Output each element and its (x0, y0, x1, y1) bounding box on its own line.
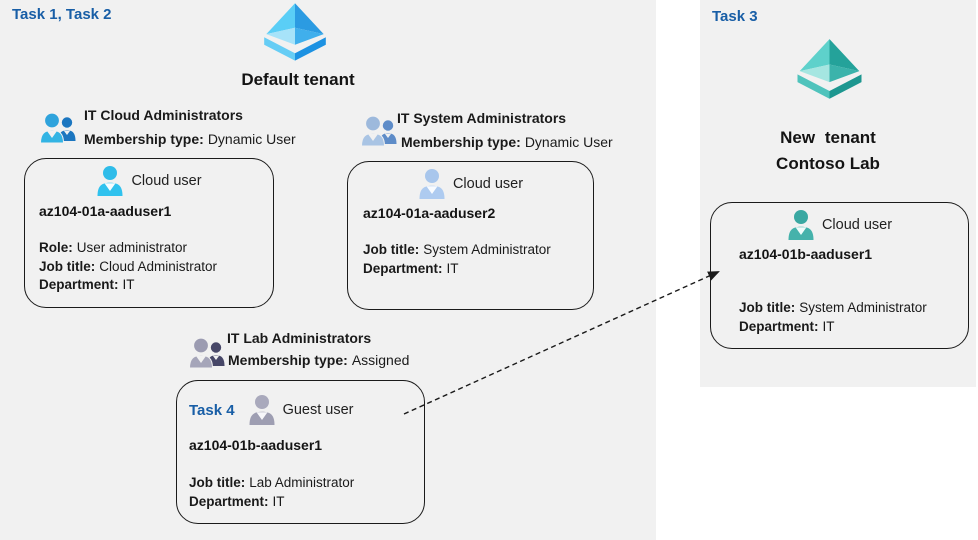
attribute-value: IT (272, 493, 285, 509)
group-membership-system-admins: Membership type:Dynamic User (401, 134, 613, 150)
user-attributes: Job title:Lab Administrator Department:I… (189, 474, 354, 511)
membership-type-value: Dynamic User (207, 131, 296, 147)
attribute-label: Department: (739, 318, 819, 334)
attribute-label: Department: (363, 260, 443, 276)
user-card-guest-aaduser1b: Task 4 Guest user az104-01b-aaduser1 Job… (176, 380, 425, 524)
attribute-label: Department: (189, 493, 269, 509)
attribute-value: IT (446, 260, 459, 276)
user-attributes: Job title:System Administrator Departmen… (363, 241, 551, 278)
attribute-value: Cloud Administrator (99, 258, 218, 274)
default-tenant-title: Default tenant (241, 70, 355, 89)
user-card-aaduser2a: Cloud user az104-01a-aaduser2 Job title:… (347, 161, 594, 310)
user-type-label: Cloud user (821, 217, 893, 233)
attribute-label: Role: (39, 240, 73, 255)
task-3-label: Task 3 (712, 8, 758, 25)
new-tenant-title-line2: Contoso Lab (776, 154, 880, 173)
user-card-aaduser1b-newtenant: Cloud user az104-01b-aaduser1 Job title:… (710, 202, 969, 349)
user-attribute-job-title: Job title:System Administrator (363, 241, 551, 260)
user-attributes: Job title:System Administrator Departmen… (739, 299, 927, 336)
user-group-icon-system-admins (361, 115, 397, 147)
user-card-header: Cloud user (348, 168, 593, 200)
user-type-label: Cloud user (131, 173, 202, 189)
user-attribute-department: Department:IT (39, 276, 217, 295)
attribute-value: IT (122, 277, 135, 292)
membership-type-value: Dynamic User (524, 134, 613, 150)
person-icon (419, 169, 445, 199)
attribute-label: Job title: (363, 242, 420, 257)
group-title-cloud-admins: IT Cloud Administrators (84, 107, 243, 123)
attribute-label: Job title: (739, 300, 796, 315)
task-4-label: Task 4 (189, 401, 235, 419)
user-card-header: Cloud user (25, 165, 273, 197)
attribute-value: System Administrator (423, 242, 551, 257)
user-attributes: Role:User administrator Job title:Cloud … (39, 239, 217, 295)
user-type-label: Cloud user (452, 176, 524, 192)
membership-type-label: Membership type: (84, 131, 204, 147)
user-name: az104-01a-aaduser2 (363, 205, 496, 221)
user-attribute-job-title: Job title:Cloud Administrator (39, 258, 217, 277)
attribute-value: Lab Administrator (249, 475, 355, 490)
azure-ad-tenant-icon-teal (797, 39, 862, 99)
group-title-system-admins: IT System Administrators (397, 110, 567, 126)
person-icon (97, 166, 123, 196)
group-membership-cloud-admins: Membership type:Dynamic User (84, 131, 296, 147)
attribute-value: System Administrator (799, 300, 927, 315)
person-icon (249, 395, 275, 425)
membership-type-label: Membership type: (228, 352, 348, 368)
user-type-label: Guest user (282, 402, 354, 418)
user-card-header: Task 4 Guest user (177, 394, 424, 426)
user-attribute-department: Department:IT (189, 493, 354, 512)
user-attribute-department: Department:IT (363, 260, 551, 279)
azure-ad-tenant-icon-blue (264, 3, 326, 61)
user-card-aaduser1a: Cloud user az104-01a-aaduser1 Role:User … (24, 158, 274, 308)
default-tenant-panel (0, 0, 656, 540)
attribute-value: User administrator (76, 240, 188, 255)
new-tenant-title: New tenant Contoso Lab (730, 125, 926, 177)
user-attribute-department: Department:IT (739, 318, 927, 337)
membership-type-label: Membership type: (401, 134, 521, 150)
user-attribute-role: Role:User administrator (39, 239, 217, 258)
membership-type-value: Assigned (351, 352, 410, 368)
user-name: az104-01b-aaduser1 (189, 437, 323, 453)
task-1-2-label: Task 1, Task 2 (12, 6, 112, 23)
user-card-header: Cloud user (711, 209, 968, 241)
group-title-lab-admins: IT Lab Administrators (227, 330, 372, 346)
user-name: az104-01b-aaduser1 (739, 246, 873, 262)
user-group-icon-lab-admins (189, 337, 225, 369)
user-group-icon-cloud-admins (40, 112, 76, 144)
attribute-value: IT (822, 318, 835, 334)
attribute-label: Job title: (39, 258, 96, 274)
group-membership-lab-admins: Membership type:Assigned (228, 352, 409, 368)
user-attribute-job-title: Job title:System Administrator (739, 299, 927, 318)
user-name: az104-01a-aaduser1 (39, 203, 172, 219)
new-tenant-title-line1: New tenant (780, 128, 876, 147)
attribute-label: Job title: (189, 475, 246, 490)
person-icon (788, 210, 814, 240)
user-attribute-job-title: Job title:Lab Administrator (189, 474, 354, 493)
attribute-label: Department: (39, 277, 119, 292)
